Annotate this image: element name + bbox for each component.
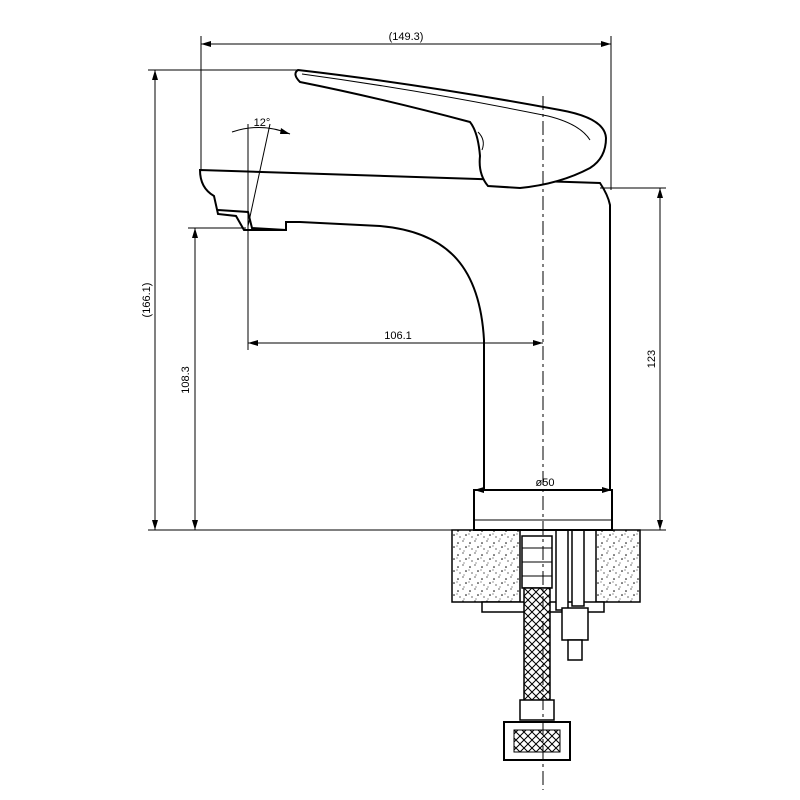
dimension-base-diameter: ø50: [474, 477, 612, 493]
dimension-spout-reach: 106.1: [247, 226, 543, 350]
dimension-body-height: 123: [600, 187, 666, 531]
dimension-spout-height: 108.3: [180, 227, 246, 530]
overall-height-label: (166.1): [141, 283, 153, 318]
supply-hose: [503, 535, 571, 761]
spout-height-label: 108.3: [180, 366, 192, 394]
lever-handle: [294, 68, 608, 190]
body-height-label: 123: [646, 350, 658, 368]
dimension-overall-width: (149.3): [200, 31, 612, 190]
spout-angle-label: 12°: [254, 117, 271, 129]
countertop: [451, 529, 641, 603]
dimension-overall-height: (166.1): [141, 69, 452, 531]
base-diameter-label: ø50: [536, 477, 555, 489]
spout-reach-label: 106.1: [384, 330, 412, 342]
dimension-spout-angle: 12°: [231, 117, 291, 227]
faucet-body: [198, 168, 613, 531]
overall-width-label: (149.3): [389, 31, 424, 43]
